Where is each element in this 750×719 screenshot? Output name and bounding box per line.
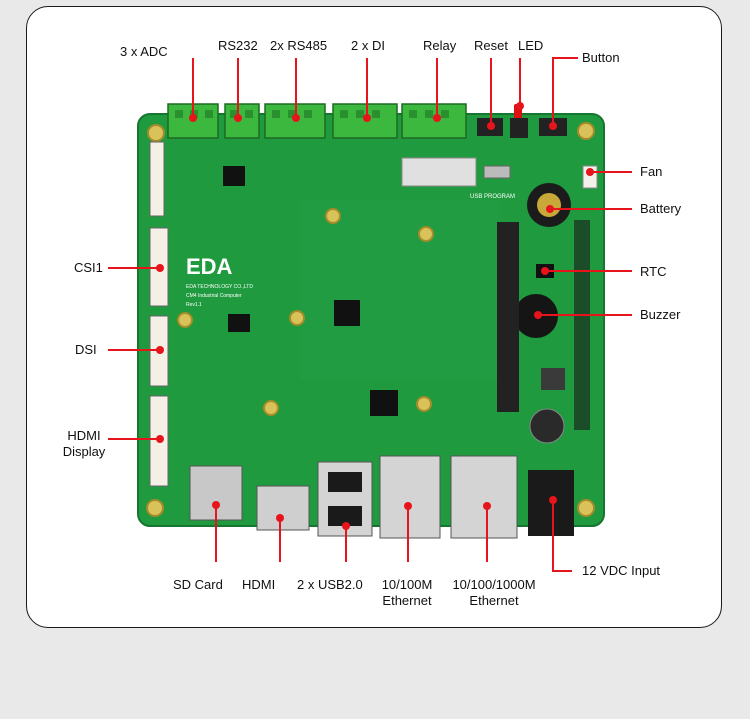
- label-sd-card: SD Card: [173, 577, 223, 592]
- label-hdmi-display-line1: HDMI: [67, 428, 101, 443]
- usb-port-1: [328, 472, 362, 492]
- label-eth100: 10/100M Ethernet: [372, 577, 442, 609]
- pcb-shade: [300, 200, 500, 380]
- label-rtc: RTC: [640, 264, 667, 279]
- mounting-holes: [146, 122, 595, 517]
- label-eth1000-line2: Ethernet: [469, 593, 519, 608]
- label-eth1000: 10/100/1000M Ethernet: [442, 577, 546, 609]
- label-di: 2 x DI: [351, 38, 385, 53]
- ethernet-chip: [370, 390, 398, 416]
- label-led: LED: [518, 38, 544, 53]
- label-buzzer: Buzzer: [640, 307, 681, 322]
- label-rs485: 2x RS485: [270, 38, 328, 53]
- led-base: [510, 118, 528, 138]
- board-company: EDA TECHNOLOGY CO.,LTD: [186, 284, 253, 290]
- inductor: [541, 368, 565, 390]
- label-reset: Reset: [474, 38, 508, 53]
- main-chip: [334, 300, 360, 326]
- board-product: CM4 Industrial Computer: [186, 293, 242, 299]
- gpio-header-right: [574, 220, 590, 430]
- label-button: Button: [582, 50, 620, 65]
- label-adc: 3 x ADC: [120, 44, 168, 59]
- terminal-screws: [175, 110, 449, 118]
- label-hdmi: HDMI: [242, 577, 276, 592]
- board-logo: EDA: [186, 254, 233, 279]
- top-left-connector: [149, 141, 165, 217]
- label-battery: Battery: [640, 201, 682, 216]
- label-dsi: DSI: [75, 342, 97, 357]
- label-eth100-line1: 10/100M: [381, 577, 433, 592]
- terminal-connectors: [167, 103, 467, 139]
- label-rs232: RS232: [218, 38, 258, 53]
- label-relay: Relay: [423, 38, 457, 53]
- label-power: 12 VDC Input: [582, 563, 661, 578]
- battery-cell: [537, 193, 561, 217]
- label-hdmi-display: HDMI Display: [58, 428, 110, 460]
- label-eth100-line2: Ethernet: [382, 593, 432, 608]
- ethernet-1000-port: [450, 455, 518, 539]
- gpio-header: [497, 222, 519, 412]
- pointer-lines: [108, 57, 632, 572]
- micro-usb-port: [483, 165, 511, 179]
- relay-module: [401, 157, 477, 187]
- label-fan: Fan: [640, 164, 663, 179]
- hdmi-port: [256, 485, 310, 531]
- label-usb: 2 x USB2.0: [297, 577, 363, 592]
- capacitor: [529, 408, 565, 444]
- usb-port-2: [328, 506, 362, 526]
- label-csi1: CSI1: [74, 260, 103, 275]
- misc-chip: [223, 166, 245, 186]
- usb-chip: [228, 314, 250, 332]
- label-hdmi-display-line2: Display: [62, 444, 106, 459]
- board-rev: Rev1.1: [186, 302, 202, 308]
- pointer-dots: [156, 102, 594, 530]
- label-eth1000-line1: 10/100/1000M: [452, 577, 536, 592]
- ethernet-100-port: [379, 455, 441, 539]
- board-usb-program: USB PROGRAM: [470, 194, 515, 200]
